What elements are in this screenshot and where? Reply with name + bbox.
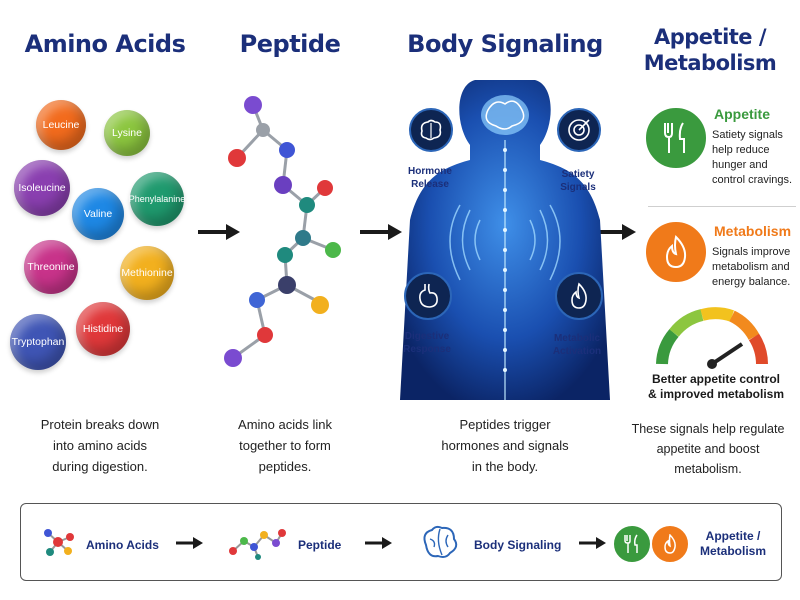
peptide-title: Peptide [239,30,341,58]
body-signaling-title: Body Signaling [407,30,603,58]
arrow-icon [198,224,240,240]
target-icon [557,108,601,152]
brain-outline-icon [423,525,458,558]
amino-acid-ball: Tryptophan [10,314,66,370]
amino-acid-ball: Phenylalanine [129,172,185,226]
small-flame-icon [652,526,688,562]
arrow-icon [360,224,402,240]
stomach-icon [404,272,452,320]
flow-amino-acids-label: Amino Acids [86,538,159,552]
panel-divider [648,206,796,207]
amino-acid-ball: Histidine [76,302,130,356]
amino-acid-ball: Valine [72,188,124,240]
small-fork-knife-icon [614,526,650,562]
flow-peptide-label: Peptide [298,538,342,552]
amino-acids-title: Amino Acids [24,30,186,58]
flow-body-signaling-label: Body Signaling [474,538,562,552]
flame-icon [555,272,603,320]
metabolism-flame-icon [646,222,706,282]
peptide-molecule-icon [224,96,341,367]
amino-acid-ball: Lysine [104,110,150,156]
appetite-title-line2: Metabolism [643,51,777,75]
appetite-heading: Appetite [714,106,770,122]
amino-acid-ball: Isoleucine [14,160,70,216]
appetite-title-line1: Appetite / [653,25,767,49]
fork-knife-icon [646,108,706,168]
brain-icon [409,108,453,152]
metabolism-heading: Metabolism [714,223,792,239]
amino-acid-ball: Leucine [36,100,86,150]
appetite-metabolism-title: Appetite / Metabolism [625,24,795,76]
molecule-icon [44,529,74,556]
human-body-figure [400,80,610,400]
arrow-icon [579,537,606,549]
amino-acid-ball: Methionine [120,246,174,300]
amino-acid-ball: Threonine [24,240,78,294]
arrow-icon [365,537,392,549]
flow-appetite-metabolism-label: Appetite /Metabolism [700,529,767,558]
arrow-icon [176,537,203,549]
peptide-chain-icon [229,529,286,560]
gauge-caption: Better appetite control& improved metabo… [647,372,785,401]
summary-flow-box [20,503,782,581]
gauge-meter [656,307,768,369]
